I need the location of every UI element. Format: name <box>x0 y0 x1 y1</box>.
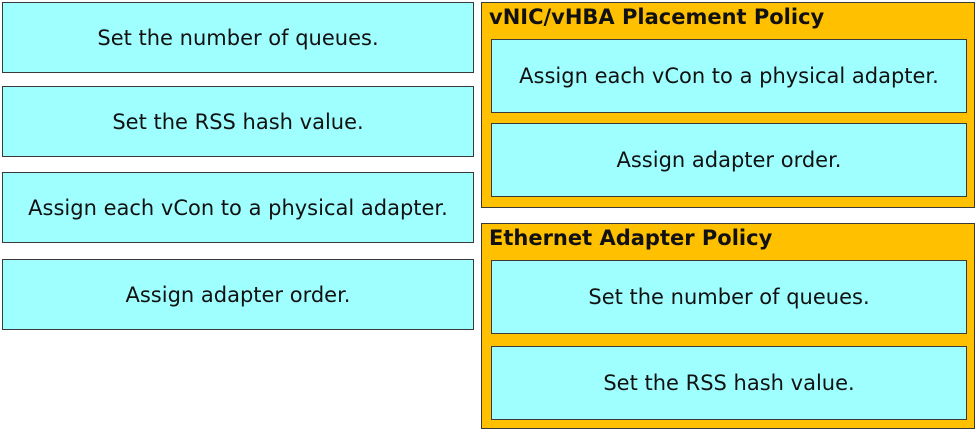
placed-item-assign-vcon[interactable]: Assign each vCon to a physical adapter. <box>491 39 967 113</box>
placed-item-adapter-order[interactable]: Assign adapter order. <box>491 123 967 197</box>
source-item-adapter-order[interactable]: Assign adapter order. <box>2 259 474 330</box>
placed-item-rss-hash[interactable]: Set the RSS hash value. <box>491 346 967 420</box>
target-panel-ethernet-adapter-policy[interactable]: Ethernet Adapter Policy Set the number o… <box>481 223 975 429</box>
panel-title-placement-policy: vNIC/vHBA Placement Policy <box>489 5 825 29</box>
target-panel-placement-policy[interactable]: vNIC/vHBA Placement Policy Assign each v… <box>481 2 975 208</box>
source-item-rss-hash[interactable]: Set the RSS hash value. <box>2 86 474 157</box>
panel-title-ethernet-adapter-policy: Ethernet Adapter Policy <box>489 226 773 250</box>
source-item-assign-vcon[interactable]: Assign each vCon to a physical adapter. <box>2 172 474 243</box>
source-item-number-of-queues[interactable]: Set the number of queues. <box>2 2 474 73</box>
placed-item-number-of-queues[interactable]: Set the number of queues. <box>491 260 967 334</box>
